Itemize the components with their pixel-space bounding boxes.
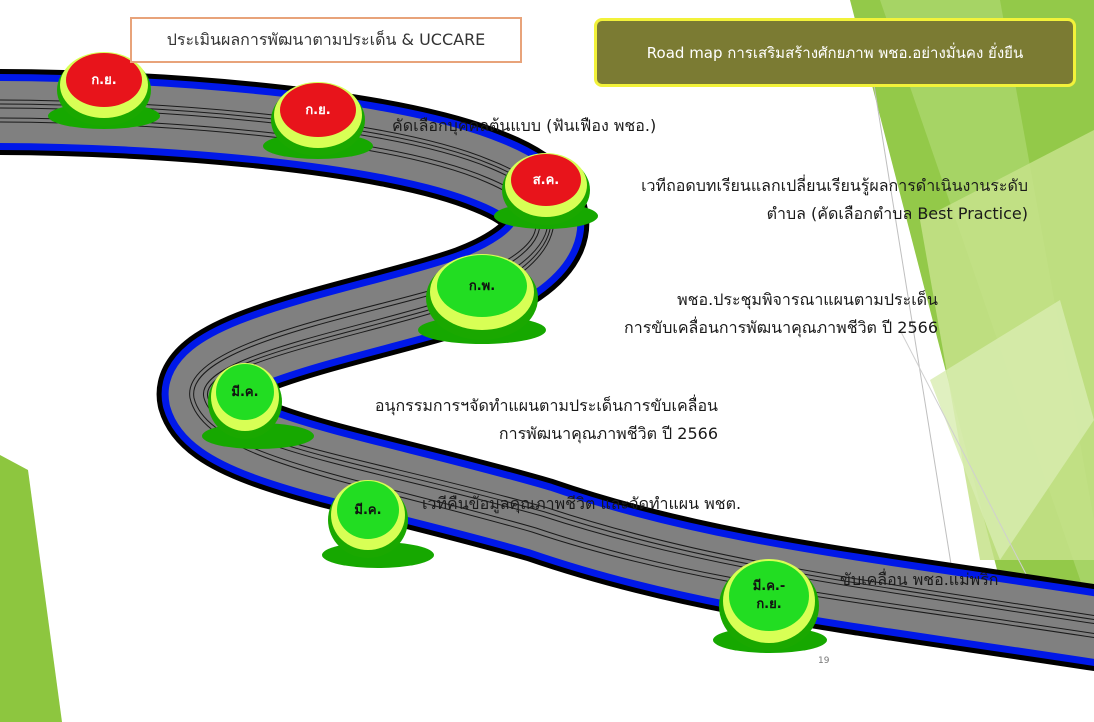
milestone-feb-label: ก.พ. [469, 279, 495, 294]
assessment-title-text: ประเมินผลการพัฒนาตามประเด็น & UCCARE [166, 29, 486, 49]
caption-committee-meeting: พชอ.ประชุมพิจารณาแผนตามประเด็น การขับเคล… [598, 286, 938, 342]
caption-lesson-exchange: เวทีถอดบทเรียนแลกเปลี่ยนเรียนรู้ผลการดำเ… [600, 172, 1028, 228]
milestone-mar-2: มี.ค. [322, 480, 434, 568]
caption-subcommittee-plan-line2: การพัฒนาคุณภาพชีวิต ปี 2566 [498, 424, 718, 443]
decor-right-green [850, 0, 1094, 660]
caption-committee-meeting-line2: การขับเคลื่อนการพัฒนาคุณภาพชีวิต ปี 2566 [624, 318, 938, 337]
assessment-title-box: ประเมินผลการพัฒนาตามประเด็น & UCCARE [130, 17, 522, 63]
caption-select-prototype: คัดเลือกบุคคลต้นแบบ (ฟันเฟือง พชอ.) [392, 112, 656, 140]
roadmap-title-text: Road map การเสริมสร้างศักยภาพ พชอ.อย่างม… [646, 43, 1024, 62]
milestone-mar-2-label: มี.ค. [354, 502, 381, 518]
milestone-mar-1: มี.ค. [202, 363, 314, 449]
milestone-mar-sep-label-2: ก.ย. [756, 597, 781, 612]
caption-drive-forward: ขับเคลื่อน พชอ.แม่พริก [840, 566, 999, 594]
milestone-sep-1-face [66, 53, 142, 107]
milestone-mar-1-label: มี.ค. [231, 384, 258, 400]
caption-data-return: เวทีคืนข้อมูลคุณภาพชีวิต และจัดทำแผน พชต… [422, 490, 741, 518]
caption-committee-meeting-line1: พชอ.ประชุมพิจารณาแผนตามประเด็น [677, 290, 938, 309]
milestone-sep-1-label: ก.ย. [91, 73, 116, 88]
milestone-aug-label: ส.ค. [533, 173, 560, 188]
road-surface [0, 81, 1094, 659]
milestone-feb: ก.พ. [418, 254, 546, 344]
milestone-mar-sep-label-1: มี.ค.- [753, 578, 786, 594]
caption-subcommittee-plan: อนุกรรมการฯจัดทำแผนตามประเด็นการขับเคลื่… [300, 392, 718, 448]
caption-drive-forward-text: ขับเคลื่อน พชอ.แม่พริก [840, 570, 999, 589]
caption-lesson-exchange-line1: เวทีถอดบทเรียนแลกเปลี่ยนเรียนรู้ผลการดำเ… [641, 176, 1028, 195]
milestone-mar-sep: มี.ค.- ก.ย. [713, 559, 827, 653]
milestone-sep-2: ก.ย. [263, 82, 373, 159]
road-lane-lines [0, 99, 1094, 639]
milestone-sep-1: ก.ย. [48, 52, 160, 129]
roadmap-title-banner: Road map การเสริมสร้างศักยภาพ พชอ.อย่างม… [594, 18, 1076, 87]
milestone-aug: ส.ค. [494, 153, 598, 229]
caption-subcommittee-plan-line1: อนุกรรมการฯจัดทำแผนตามประเด็นการขับเคลื่… [374, 396, 718, 415]
caption-lesson-exchange-line2: ตำบล (คัดเลือกตำบล Best Practice) [766, 204, 1028, 223]
caption-select-prototype-text: คัดเลือกบุคคลต้นแบบ (ฟันเฟือง พชอ.) [392, 116, 657, 135]
caption-data-return-text: เวทีคืนข้อมูลคุณภาพชีวิต และจัดทำแผน พชต… [422, 494, 742, 513]
decor-left-green [0, 455, 62, 722]
milestone-sep-2-label: ก.ย. [305, 103, 330, 118]
page-number: 19 [818, 656, 830, 666]
